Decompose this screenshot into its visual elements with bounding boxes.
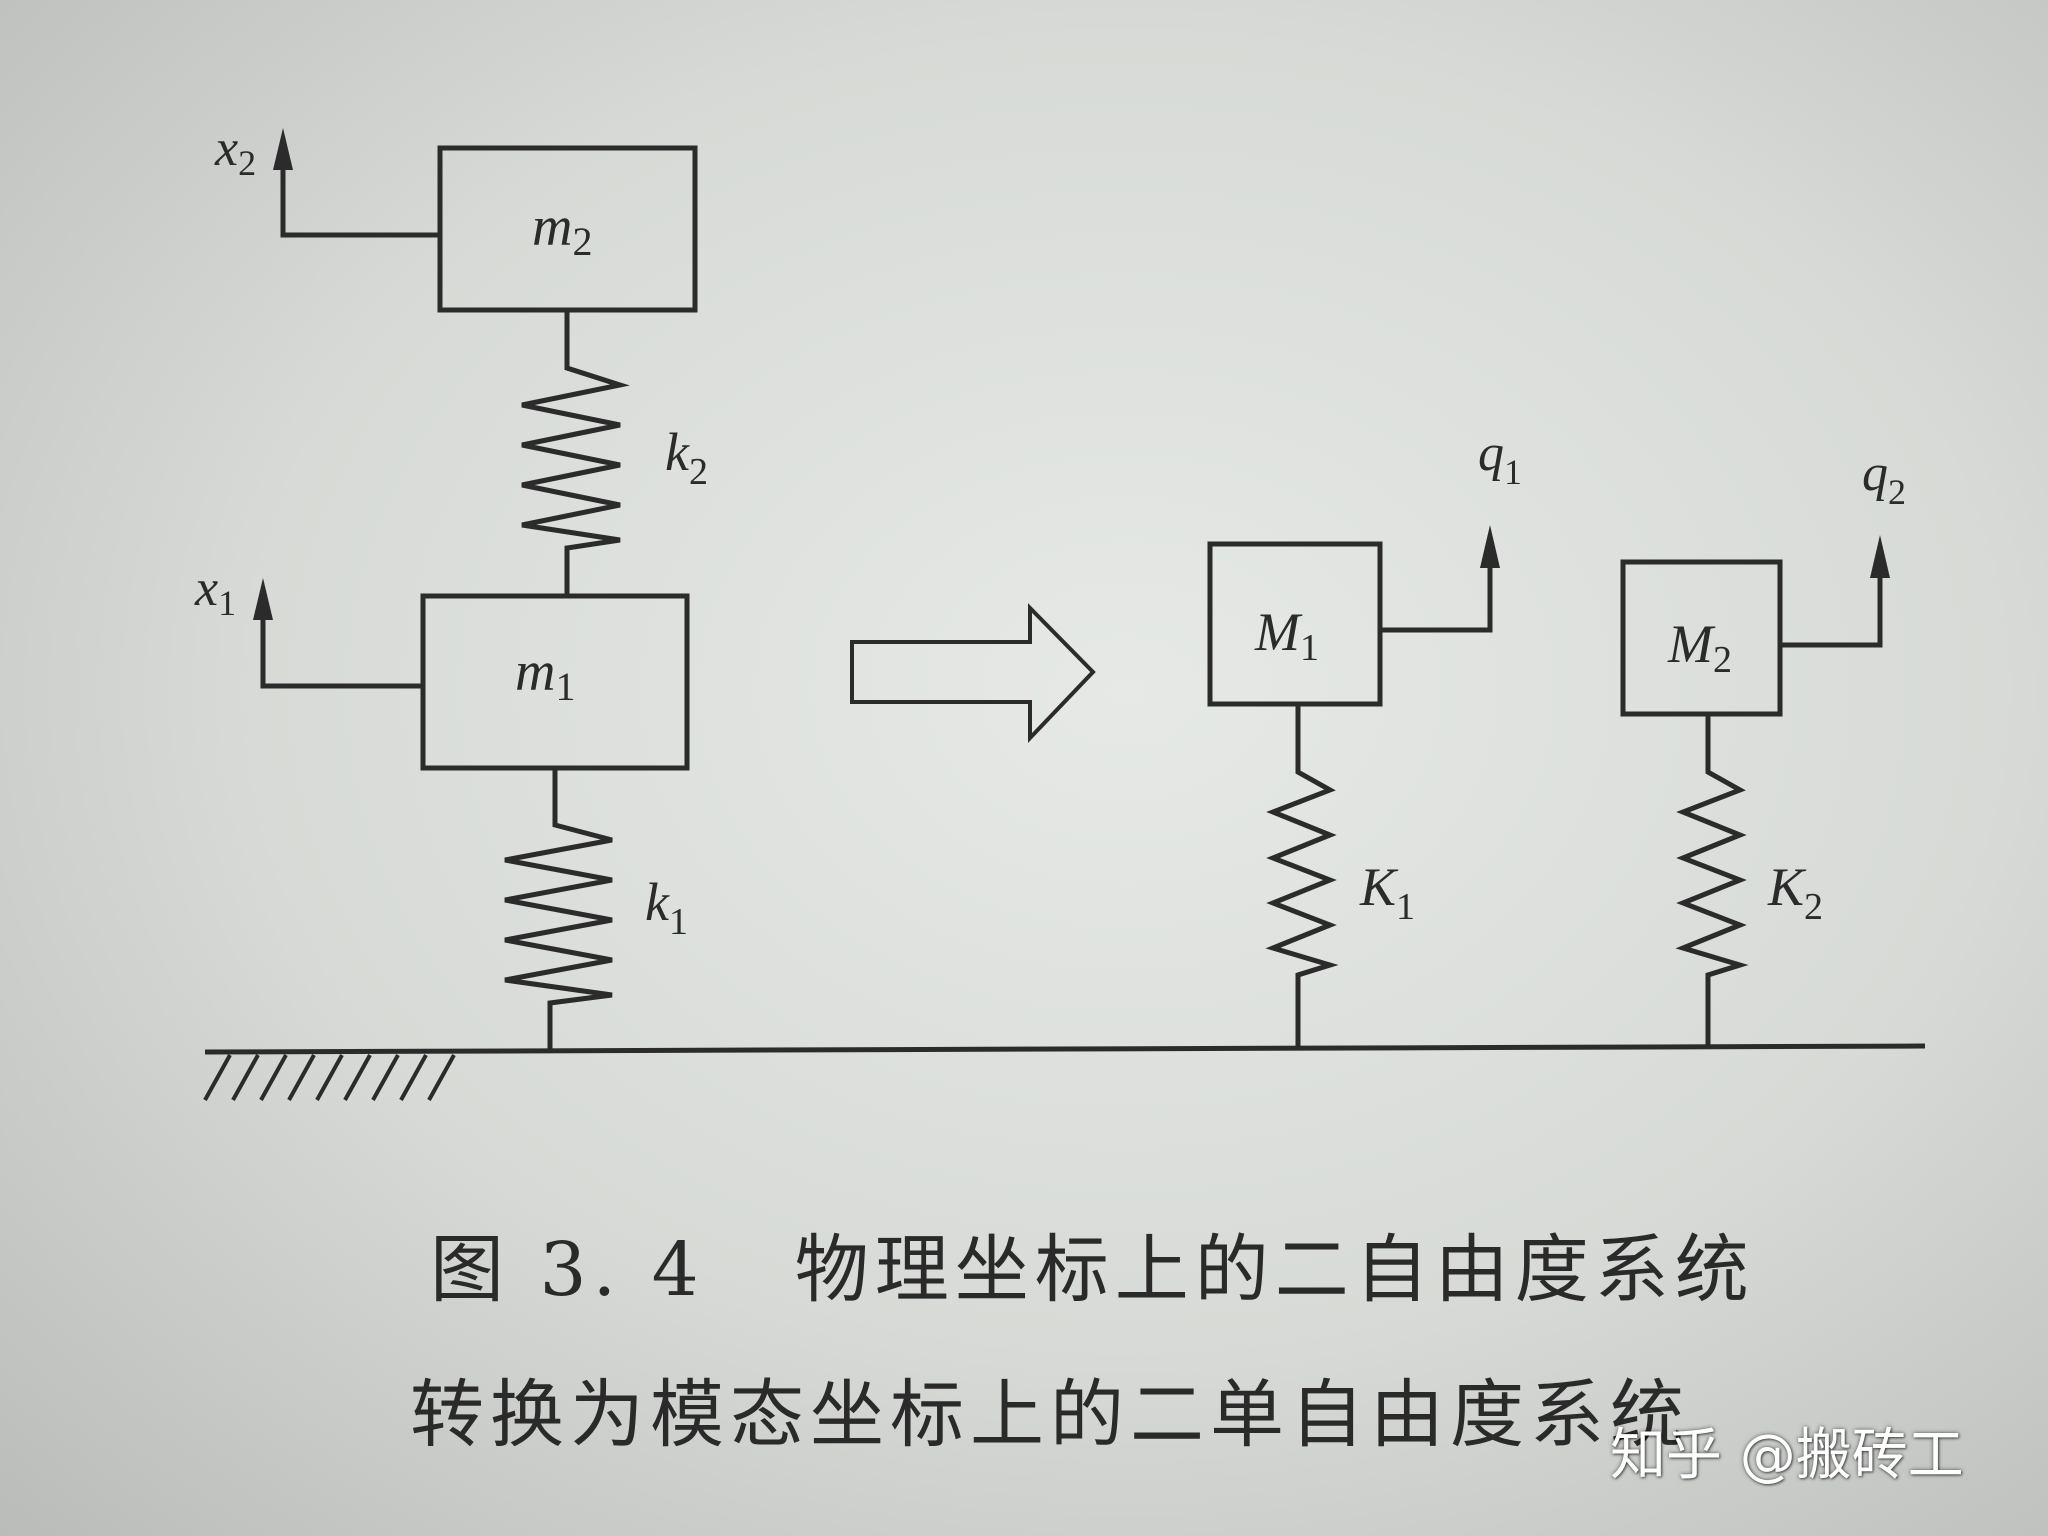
spring-K2-label: K2 xyxy=(1767,857,1823,928)
spring-K1-label: K1 xyxy=(1359,857,1415,928)
coord-x2-arrowhead xyxy=(273,128,293,170)
zhihu-watermark: 知乎 @搬砖工 xyxy=(1610,1423,1964,1488)
figure-caption-line1: 图 3. 4 物理坐标上的二自由度系统 xyxy=(430,1210,1755,1317)
spring-k1-label: k1 xyxy=(645,872,688,943)
mass-m2-label: m2 xyxy=(532,196,592,264)
figure-caption-title: 物理坐标上的二自由度系统 xyxy=(794,1227,1755,1313)
spring-k2-label: k2 xyxy=(665,422,708,493)
coord-q2-line xyxy=(1780,555,1883,648)
mass-M2-label: M2 xyxy=(1667,614,1732,681)
transform-arrow xyxy=(850,603,1096,743)
coord-x2-label: x2 xyxy=(214,120,256,183)
coord-q2-label: q2 xyxy=(1862,445,1906,512)
figure-number: 图 3. 4 xyxy=(430,1227,705,1313)
spring-K2 xyxy=(1675,714,1749,1046)
coord-q1-label: q1 xyxy=(1478,425,1522,492)
coord-x1-arrowhead xyxy=(253,578,273,620)
figure-caption-line2: 转换为模态坐标上的二单自由度系统 xyxy=(410,1372,1690,1458)
mass-m1-label: m1 xyxy=(515,641,575,709)
spring-k1 xyxy=(504,768,613,1052)
mass-M1-label: M1 xyxy=(1254,602,1319,669)
spring-K1 xyxy=(1265,704,1339,1048)
mass-M2-box xyxy=(1620,559,1783,717)
ground-line xyxy=(204,1043,1926,1055)
coord-q1-arrowhead xyxy=(1480,525,1500,568)
coord-x1-label: x1 xyxy=(194,560,236,623)
coord-x2-line xyxy=(280,140,440,238)
ground-hatching xyxy=(203,1054,456,1101)
mass-M1-box xyxy=(1207,541,1383,707)
spring-k2 xyxy=(521,310,630,596)
coord-q2-arrowhead xyxy=(1870,535,1890,578)
coord-x1-line xyxy=(260,590,423,689)
coord-q1-line xyxy=(1380,545,1493,633)
